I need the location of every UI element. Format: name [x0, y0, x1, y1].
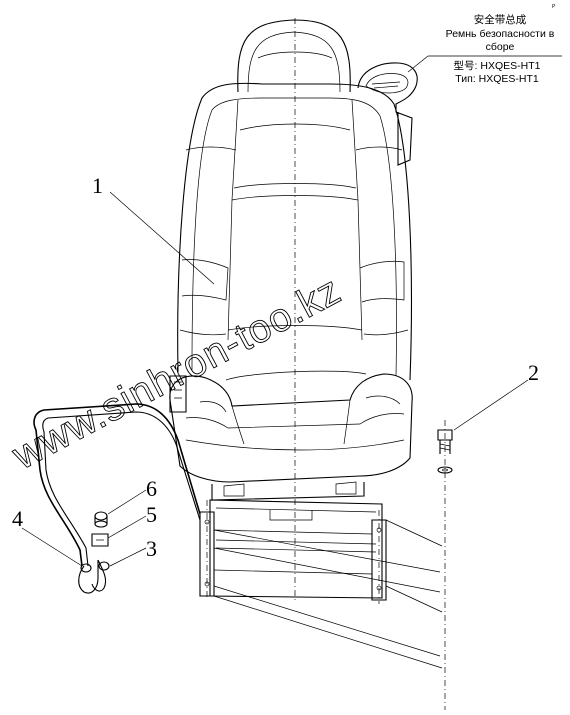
belt-retractor	[357, 62, 418, 166]
callout-2: 2	[528, 360, 539, 385]
corner-mark: P	[552, 4, 556, 10]
callout-3: 3	[146, 536, 157, 561]
belt-label: 安全带总成 Ремнь безопасности в сборе 型号: HXQ…	[407, 13, 562, 85]
belt-label-line4: 型号: HXQES-HT1	[454, 59, 541, 72]
leader-lines	[21, 191, 529, 567]
buckle-tube	[33, 403, 201, 594]
callout-6: 6	[146, 476, 157, 501]
belt-label-line3: сборе	[486, 41, 515, 53]
bolt-washer	[437, 429, 453, 474]
callout-4: 4	[12, 506, 23, 531]
belt-label-line2: Ремнь безопасности в	[446, 28, 555, 40]
callout-1: 1	[92, 173, 103, 198]
seat-cushion	[169, 370, 413, 483]
belt-label-line1: 安全带总成	[474, 13, 527, 26]
callout-5: 5	[146, 502, 157, 527]
belt-label-leader	[407, 55, 429, 73]
seat-base	[199, 481, 443, 669]
belt-label-line5: Тип: HXQES-HT1	[455, 73, 539, 85]
